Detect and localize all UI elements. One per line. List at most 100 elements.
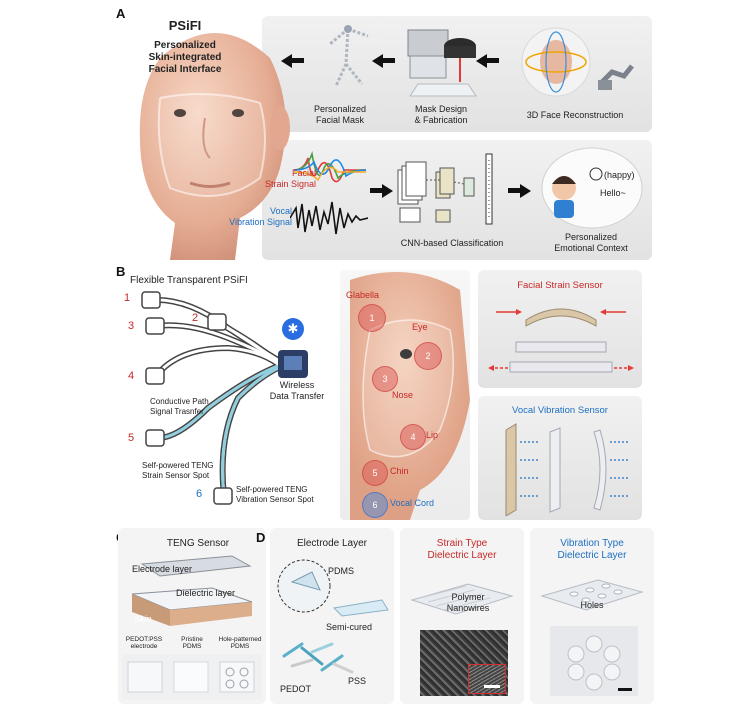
face-label-lip: Lip bbox=[426, 430, 439, 440]
holes-micrograph bbox=[550, 626, 638, 696]
electrode-layer-box bbox=[270, 528, 394, 704]
electrode-layer-title: Electrode Layer bbox=[296, 538, 368, 549]
sensor-spot-vocal: 6 bbox=[362, 492, 388, 518]
nanowire-sem-image bbox=[420, 630, 508, 696]
strain-sensor-drawing bbox=[486, 296, 636, 384]
holes-sheet bbox=[538, 570, 646, 616]
semi-cured-label: Semi-cured bbox=[326, 622, 373, 632]
pss-label: PSS bbox=[348, 676, 367, 686]
polymer-nanowires-line-2: Nanowires bbox=[446, 603, 490, 613]
fabrication-label-line-1: Mask Design bbox=[414, 104, 468, 114]
emotion-thought-bubble bbox=[540, 146, 644, 230]
cnn-label: CNN-based Classification bbox=[400, 238, 504, 248]
dielectric-layer-label: Dielectric layer bbox=[176, 588, 236, 598]
panel-a-label: A bbox=[116, 6, 126, 21]
vibration-dielectric-title-line-2: Dielectric Layer bbox=[557, 550, 627, 561]
sem-inset bbox=[468, 664, 506, 694]
sample-label-3-line-1: Hole-patterned bbox=[218, 636, 262, 643]
reconstruction-label: 3D Face Reconstruction bbox=[526, 110, 624, 120]
sensor-spot-lip: 4 bbox=[400, 424, 426, 450]
sample-label-3-line-2: PDMS bbox=[230, 643, 250, 650]
wireless-label-line-2: Data Transfer bbox=[269, 391, 325, 401]
flexible-psifi-title: Flexible Transparent PSiFI bbox=[130, 275, 248, 286]
sensor-number-2: 2 bbox=[192, 312, 199, 324]
electrode-layer-label: Electrode layer bbox=[132, 564, 193, 574]
vibration-sensor-title: Vocal Vibration Sensor bbox=[512, 405, 608, 416]
pdms-label: PDMS bbox=[328, 566, 355, 576]
electrode-layer-drawing bbox=[272, 552, 392, 702]
psifi-circuit-diagram bbox=[118, 288, 348, 518]
strain-signal-label-line-1: Facial bbox=[291, 168, 316, 178]
sample-label-1-line-2: electrode bbox=[130, 643, 158, 650]
sample-label-2-line-1: Pristine bbox=[181, 636, 203, 643]
context-label-line-2: Emotional Context bbox=[554, 243, 628, 253]
strain-dielectric-title-line-1: Strain Type bbox=[436, 538, 488, 549]
face-label-eye: Eye bbox=[412, 322, 428, 332]
hello-text: Hello~ bbox=[600, 188, 626, 198]
sensor-spot-nose: 3 bbox=[372, 366, 398, 392]
cnn-diagram bbox=[396, 150, 506, 230]
sensor-number-6: 6 bbox=[196, 488, 203, 500]
vocal-signal-label-line-2: Vibration Signal bbox=[229, 217, 292, 227]
holes-label: Holes bbox=[580, 600, 604, 610]
polymer-nanowires-line-1: Polymer bbox=[451, 592, 485, 602]
fabrication-machine-icon bbox=[398, 22, 480, 100]
face-reconstruction-icon bbox=[512, 22, 642, 104]
teng-layers-drawing bbox=[122, 550, 262, 630]
face-label-vocal: Vocal Cord bbox=[390, 498, 435, 508]
sample-label-1-line-1: PEDOT:PSS bbox=[125, 636, 163, 643]
strain-spot-label-line-2: Strain Sensor Spot bbox=[142, 471, 210, 480]
sample-photos bbox=[122, 654, 262, 700]
sensor-spot-glabella: 1 bbox=[358, 304, 386, 332]
conductive-label-line-2: Signal Trasnfer bbox=[150, 407, 204, 416]
context-label-line-1: Personalized bbox=[564, 232, 618, 242]
spot-number: 2 bbox=[425, 351, 431, 361]
psifi-subtitle-line-3: Facial Interface bbox=[148, 64, 222, 75]
vibration-dielectric-title-line-1: Vibration Type bbox=[560, 538, 624, 549]
sensor-number-4: 4 bbox=[128, 370, 135, 382]
strain-dielectric-title-line-2: Dielectric Layer bbox=[427, 550, 497, 561]
strain-spot-label-line-1: Self-powered TENG bbox=[142, 461, 214, 470]
sensor-number-5: 5 bbox=[128, 432, 135, 444]
sensor-spot-chin: 5 bbox=[362, 460, 388, 486]
teng-sensor-title: TENG Sensor bbox=[166, 538, 230, 549]
face-label-nose: Nose bbox=[392, 390, 414, 400]
vibration-spot-label-line-1: Self-powered TENG bbox=[236, 485, 308, 494]
spot-number: 5 bbox=[372, 468, 378, 478]
wireless-label-line-1: Wireless bbox=[279, 380, 315, 390]
mask-label-line-2: Facial Mask bbox=[315, 115, 364, 125]
head-illustration bbox=[120, 18, 310, 260]
panel-d-label: D bbox=[256, 530, 266, 545]
vocal-signal-waveform bbox=[289, 200, 369, 236]
fabrication-label-line-2: & Fabrication bbox=[414, 115, 468, 125]
mask-label-line-1: Personalized bbox=[313, 104, 367, 114]
sensor-number-1: 1 bbox=[124, 292, 131, 304]
facial-mask-icon bbox=[318, 24, 378, 94]
vocal-signal-label-line-1: Vocal bbox=[269, 206, 292, 216]
vibration-sensor-drawing bbox=[486, 420, 636, 517]
spot-number: 4 bbox=[410, 432, 416, 442]
conductive-label-line-1: Conductive Path bbox=[150, 397, 209, 406]
vibration-spot-label-line-2: Vibration Sensor Spot bbox=[236, 495, 314, 504]
sample-label-2-line-2: PDMS bbox=[182, 643, 202, 650]
bluetooth-icon: ✱ bbox=[282, 318, 304, 340]
happy-text: (happy) bbox=[604, 170, 635, 180]
sensor-spot-eye: 2 bbox=[414, 342, 442, 370]
psifi-title: PSiFI bbox=[168, 18, 202, 33]
strain-signal-label-line-2: Strain Signal bbox=[264, 179, 316, 189]
panel-b-label: B bbox=[116, 264, 126, 279]
strain-signal-waveform bbox=[293, 148, 367, 192]
sensor-number-3: 3 bbox=[128, 320, 135, 332]
face-label-chin: Chin bbox=[390, 466, 409, 476]
strain-sensor-title: Facial Strain Sensor bbox=[517, 280, 603, 291]
skin-label: Skin bbox=[134, 614, 152, 624]
spot-number: 3 bbox=[382, 374, 388, 384]
psifi-subtitle-line-2: Skin-integrated bbox=[148, 52, 222, 63]
face-label-glabella: Glabella bbox=[346, 290, 380, 300]
scale-bar bbox=[484, 685, 500, 688]
pedot-label: PEDOT bbox=[280, 684, 312, 694]
spot-number: 6 bbox=[372, 500, 378, 510]
spot-number: 1 bbox=[369, 313, 375, 323]
nanowire-sheet bbox=[408, 570, 516, 622]
psifi-subtitle-line-1: Personalized bbox=[154, 40, 216, 51]
